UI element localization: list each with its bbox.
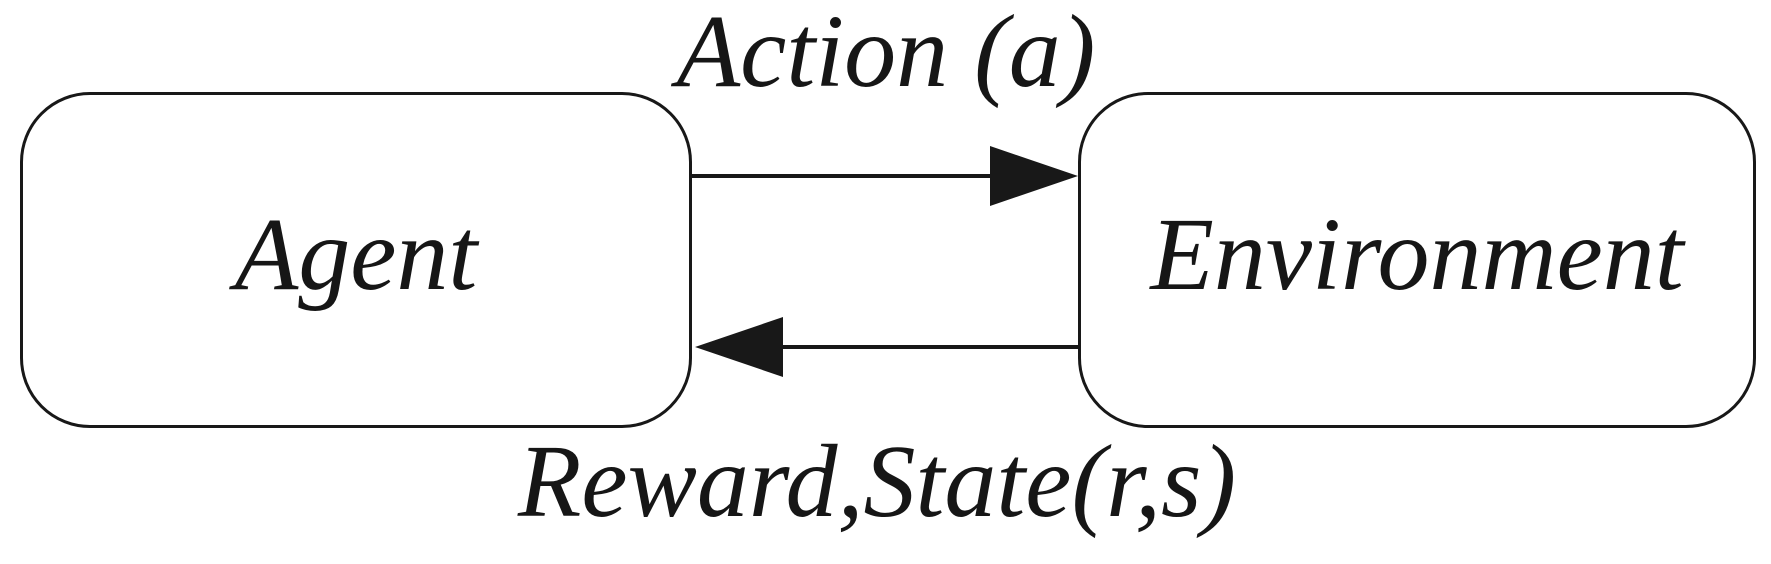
action-arrowhead-icon bbox=[990, 146, 1078, 206]
reward-edge-label: Reward,State(r,s) bbox=[517, 424, 1237, 539]
environment-node: Environment bbox=[1078, 92, 1756, 428]
reward-arrow-line bbox=[775, 345, 1078, 349]
reward-arrowhead-icon bbox=[695, 317, 783, 377]
agent-node: Agent bbox=[20, 92, 692, 428]
action-arrow-line bbox=[692, 174, 1000, 178]
environment-node-label: Environment bbox=[1150, 197, 1684, 312]
action-edge-label: Action (a) bbox=[676, 0, 1096, 109]
agent-node-label: Agent bbox=[234, 197, 478, 312]
